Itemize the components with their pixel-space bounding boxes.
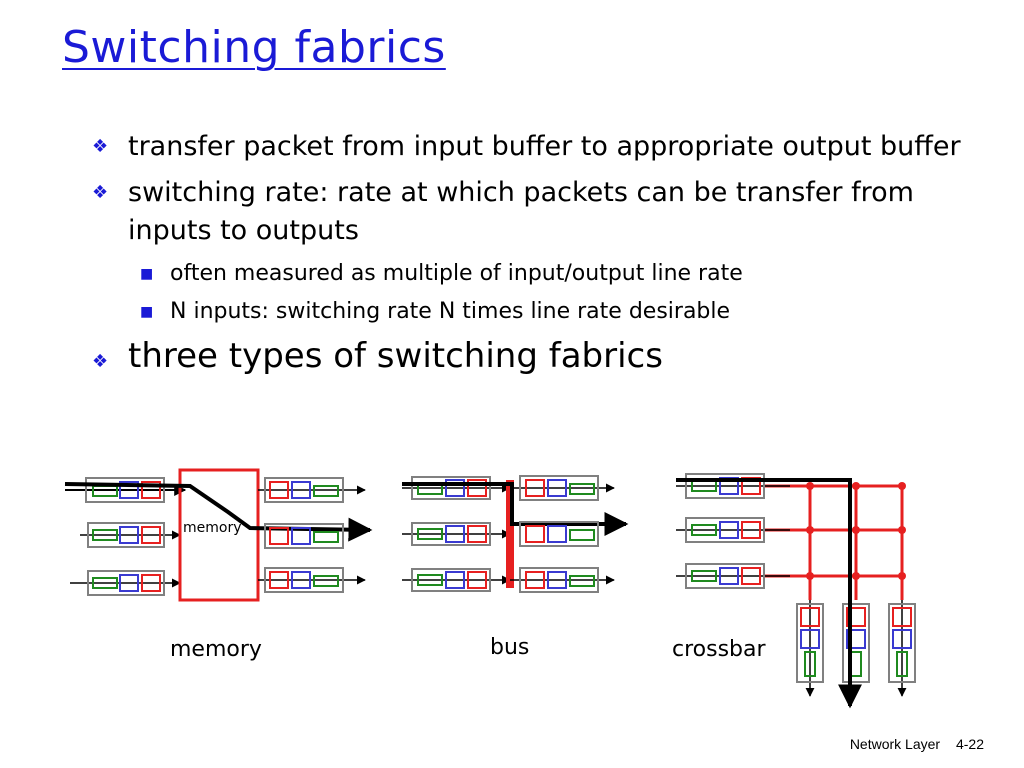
memory-box — [178, 468, 260, 602]
bus-transfer-path — [402, 482, 629, 536]
bus-output-port-3 — [510, 567, 615, 593]
square-bullet-icon: ■ — [140, 304, 154, 320]
bus-label: bus — [490, 635, 529, 660]
bullet-item: ❖ transfer packet from input buffer to a… — [92, 128, 992, 166]
crossbar-grid — [765, 482, 906, 600]
diamond-bullet-icon: ❖ — [92, 136, 109, 157]
diamond-bullet-icon: ❖ — [92, 351, 109, 372]
crossbar-fabric: crossbar — [672, 473, 916, 709]
page-number: 4-22 — [955, 736, 984, 752]
memory-box-label: memory — [183, 520, 242, 536]
bullet-text: transfer packet from input buffer to app… — [128, 131, 961, 162]
bus-output-port-1 — [510, 475, 615, 501]
bullet-text: three types of switching fabrics — [128, 336, 663, 376]
crossbar-output-port-2 — [842, 603, 870, 683]
bus-input-port-1 — [402, 476, 511, 500]
bus-input-port-2 — [402, 522, 511, 546]
switching-fabrics-diagram: memory memory — [64, 468, 916, 709]
sub-bullet-item: ■ N inputs: switching rate N times line … — [140, 296, 992, 328]
memory-output-port-2 — [264, 523, 344, 549]
square-bullet-icon: ■ — [140, 266, 154, 282]
crossbar-label: crossbar — [672, 637, 766, 662]
memory-input-port-2 — [80, 522, 181, 548]
crossbar-output-port-1 — [796, 600, 824, 697]
crossbar-input-port-3 — [676, 563, 790, 589]
memory-label: memory — [170, 637, 262, 662]
bus-input-port-3 — [402, 568, 511, 592]
memory-output-port-3 — [258, 567, 366, 593]
bullet-text: switching rate: rate at which packets ca… — [128, 177, 914, 246]
bullet-item: ❖ three types of switching fabrics — [92, 334, 992, 378]
slide-footer: Network Layer 4-22 — [838, 736, 984, 752]
sub-bullet-text: often measured as multiple of input/outp… — [170, 261, 743, 286]
bullet-item: ❖ switching rate: rate at which packets … — [92, 174, 992, 250]
crossbar-transfer-path — [676, 478, 862, 709]
memory-output-port-1 — [258, 477, 366, 503]
crossbar-input-port-1 — [676, 473, 790, 499]
bus-fabric: bus — [402, 475, 629, 660]
memory-input-port-3 — [70, 570, 181, 596]
sub-bullet-item: ■ often measured as multiple of input/ou… — [140, 258, 992, 290]
sub-bullet-text: N inputs: switching rate N times line ra… — [170, 299, 731, 324]
diamond-bullet-icon: ❖ — [92, 182, 109, 203]
memory-transfer-path — [64, 482, 373, 542]
crossbar-output-port-3 — [888, 600, 916, 697]
memory-input-port-1 — [65, 477, 187, 503]
crossbar-input-port-2 — [676, 517, 790, 543]
memory-fabric: memory memory — [64, 468, 373, 662]
bus-output-port-2 — [519, 521, 599, 547]
bullet-list: ❖ transfer packet from input buffer to a… — [92, 128, 992, 386]
footer-section: Network Layer — [849, 736, 941, 752]
slide-title: Switching fabrics — [62, 22, 446, 73]
